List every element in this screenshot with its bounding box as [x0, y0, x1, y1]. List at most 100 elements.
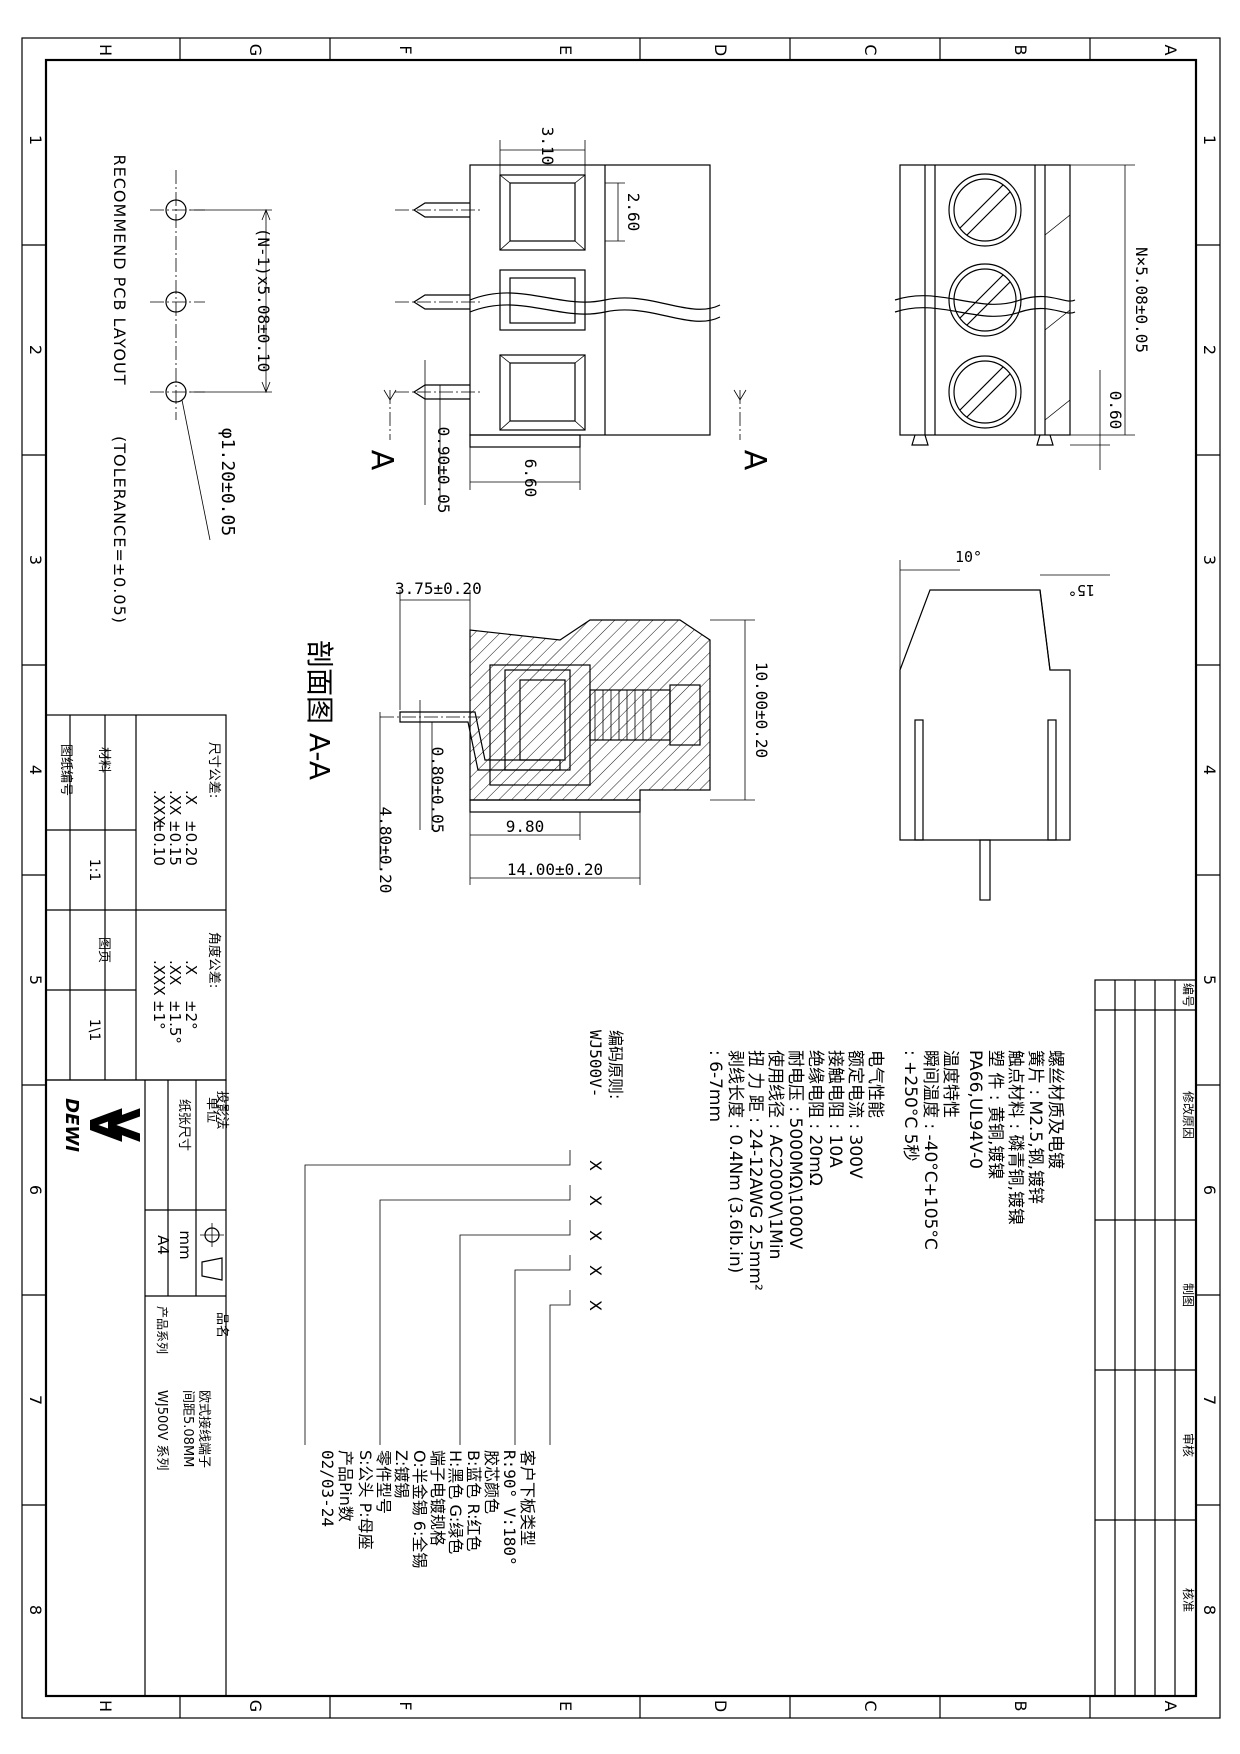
revision-header-no: 编号 [1181, 983, 1196, 1007]
angle-tol-3-key: .XXX [150, 960, 168, 996]
title-block: V V DEWI 投影法 单位 纸张尺寸 mm A4 品名 产品系列 欧式接线端… [45, 1079, 230, 1697]
zone-number-left-8: 8 [26, 1605, 45, 1615]
dim-section-width: 14.00±0.20 [507, 860, 603, 879]
break-line [469, 292, 721, 310]
paper-label: 纸张尺寸 [176, 1099, 191, 1151]
revision-header-reason: 修改原因 [1181, 1091, 1196, 1139]
angle-tol-2-key: .XX [166, 960, 184, 985]
spec-line: : +250°C 5秒 [900, 1050, 920, 1161]
coding-slot-2: X [586, 1195, 605, 1206]
unit-value: mm [176, 1230, 194, 1259]
zone-number-right-7: 7 [1200, 1395, 1219, 1405]
side-view: A A 3.10 2.60 0.90±0.05 6.60 [364, 127, 772, 514]
section-pin [399, 711, 561, 771]
option-label: 零件型号 [374, 1450, 393, 1514]
revision-header-approved: 核准 [1181, 1588, 1195, 1612]
pcb-hole [165, 199, 187, 221]
spec-line: 额定电流 : 300V [845, 1050, 865, 1179]
zone-letter-bottom-h: H [96, 1700, 115, 1712]
zone-number-left-7: 7 [26, 1395, 45, 1405]
zone-letter-top-f: F [396, 45, 415, 54]
angle-tol-3-val: ±1° [150, 1000, 168, 1030]
spec-line: 温度特性 [940, 1050, 960, 1118]
spec-line: 接触电阻 : 10A [825, 1050, 845, 1168]
zone-letter-bottom-a: A [1161, 1701, 1180, 1712]
name-value-2: 间距5.08MM [180, 1390, 195, 1467]
zone-number-left-4: 4 [26, 765, 45, 775]
revision-table: 编号 修改原因 制图 审核 核准 [1094, 979, 1197, 1697]
linear-tol-3-val: ±0.10 [150, 820, 168, 866]
wire-entry-box [499, 269, 586, 331]
linear-tol-3-key: .XXX [150, 790, 168, 826]
zone-number-left-1: 1 [26, 135, 45, 145]
spec-line: PA66,UL94V-0 [965, 1050, 985, 1169]
material-label: 材料 [96, 747, 111, 773]
section-title: 剖面图 A-A [303, 640, 336, 780]
spec-line: 绝缘电阻 : 20mΩ [805, 1050, 825, 1186]
series-value: WJ500V 系列 [154, 1390, 169, 1471]
option-label: 胶芯颜色 [482, 1450, 501, 1514]
angle-tolerance-title: 角度公差: [206, 932, 222, 988]
dim-slot-height: 2.60 [624, 193, 643, 232]
option-value: 02/03-24 [318, 1450, 337, 1527]
pcb-hole-dimension: φ1.20±0.05 [217, 428, 238, 536]
linear-tol-2-val: ±0.15 [166, 820, 184, 866]
spec-line: 簧片 : M2.5,钢,镀锌 [1025, 1050, 1045, 1204]
pcb-pitch-dimension: (N-1)x5.08±0.10 [254, 228, 273, 373]
pcb-hole [165, 291, 187, 313]
dim-pin-thickness: 0.90±0.05 [434, 427, 453, 514]
wire-entry-box [499, 354, 586, 431]
coding-slot-4: X [586, 1265, 605, 1276]
dim-section-pin: 0.80±0.05 [428, 747, 447, 834]
spec-line: : 6-7mm [705, 1050, 725, 1122]
paper-value: A4 [154, 1235, 172, 1255]
spec-line: 剥线长度 : 0.4Nm (3.6Ib.in) [725, 1050, 745, 1273]
revision-header-checked: 审核 [1181, 1433, 1196, 1457]
spec-line: 电气性能 [865, 1050, 885, 1118]
drawing-no-label: 图纸编号 [58, 744, 73, 796]
zone-number-right-4: 4 [1200, 765, 1219, 775]
series-label: 产品系列 [155, 1306, 169, 1354]
coding-base: WJ500V- [586, 1030, 605, 1097]
wire-entry-box [499, 174, 586, 251]
dim-flange: 0.60 [1106, 391, 1125, 430]
projection-label: 投影法 [214, 1090, 230, 1129]
zone-letter-bottom-g: G [246, 1700, 265, 1712]
section-mark-left: A [364, 450, 399, 471]
linear-tol-2-key: .XX [166, 790, 184, 815]
zone-number-right-6: 6 [1200, 1185, 1219, 1195]
dim-section-offset: 3.75±0.20 [395, 579, 482, 598]
dim-pin-length: 6.60 [521, 459, 540, 498]
zone-letter-top-a: A [1161, 45, 1180, 56]
revision-header-drawn: 制图 [1181, 1283, 1195, 1307]
zone-letter-top-d: D [711, 44, 730, 56]
dim-section-height: 10.00±0.20 [752, 662, 771, 758]
zone-letter-bottom-c: C [861, 1700, 880, 1711]
company-logo: V V DEWI [61, 1098, 148, 1152]
coding-rule: 编码原则: WJ500V- X X X X X 客户下板类型 R:90° V:1… [304, 1030, 625, 1568]
option-value: B:蓝色 R:红色 [464, 1450, 483, 1551]
pcb-layout-view: (N-1)x5.08±0.10 φ1.20±0.05 RECOMMEND PCB… [110, 155, 273, 624]
zone-number-right-1: 1 [1200, 135, 1219, 145]
unit-label: 单位 [204, 1097, 219, 1123]
dim-angle-15: 15° [1068, 581, 1095, 599]
spec-line: 扭 力 距 : 24-12AWG 2.5mm² [745, 1050, 765, 1291]
spec-list: 螺丝材质及电镀 簧片 : M2.5,钢,镀锌 触点材料 : 磷青铜,镀镍 塑 件… [705, 1050, 1065, 1291]
coding-slot-3: X [586, 1230, 605, 1241]
zone-number-right-2: 2 [1200, 345, 1219, 355]
option-value: H:黑色 G:绿色 [446, 1450, 465, 1554]
option-value: S:公头 P:母座 [356, 1450, 375, 1550]
spec-line: 塑 件 : 黄铜,镀镍 [985, 1050, 1005, 1179]
svg-text:V: V [79, 1108, 130, 1142]
spec-line: 螺丝材质及电镀 [1045, 1050, 1065, 1169]
zone-ticks [22, 38, 1220, 1718]
zone-letter-bottom-d: D [711, 1700, 730, 1712]
zone-letter-top-b: B [1011, 45, 1030, 56]
option-label: 客户下板类型 [518, 1450, 537, 1546]
dim-total-pitch: N×5.08±0.05 [1132, 247, 1151, 353]
zone-number-left-6: 6 [26, 1185, 45, 1195]
section-view: 3.75±0.20 10.00±0.20 0.80±0.05 4.80±0.20… [303, 579, 771, 893]
name-label: 品名 [214, 1312, 230, 1338]
projection-icon [200, 1223, 224, 1281]
